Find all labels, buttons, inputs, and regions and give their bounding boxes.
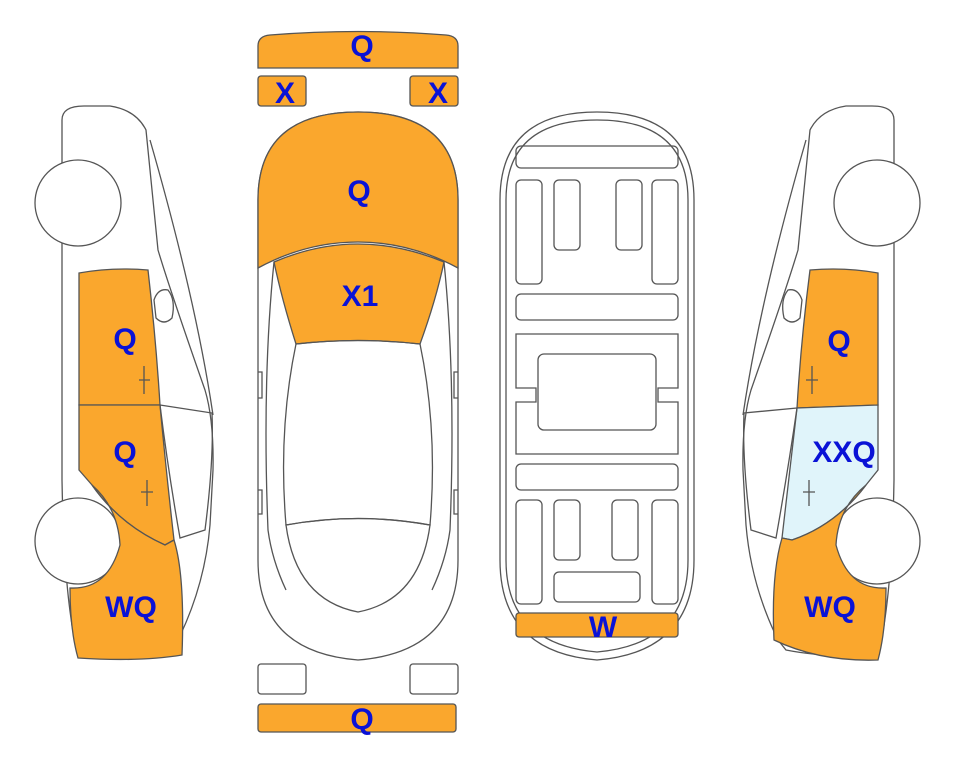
right-rear-quarter-label: WQ [804,591,856,624]
left-side-view: Q Q WQ [34,105,214,661]
left-rear-quarter[interactable] [69,484,184,661]
underbody-rear-right-rail [651,499,679,605]
left-front-wheel [34,159,122,247]
top-rear-window [285,517,431,613]
right-rear-quarter[interactable] [772,484,887,661]
underbody-rear-rail-label: W [589,611,618,644]
rear-left-lamp [257,663,307,695]
top-right-mirror [453,371,458,399]
left-front-door-label: Q [113,323,136,356]
underbody-front-mid-right [615,179,643,251]
right-mirror [782,289,803,323]
top-left-mirror [258,371,263,399]
left-front-door[interactable] [78,268,161,406]
front-right-lamp[interactable] [409,75,459,107]
underbody-outline [499,111,695,661]
top-left-handle [258,489,263,515]
left-side-window [159,404,214,539]
top-roof [282,339,434,526]
top-right-glass [431,261,453,591]
front-right-lamp-label: X [428,77,448,110]
left-rear-handle [141,480,153,506]
top-view: Q X X Q X1 Q [257,30,459,736]
right-side-window [742,407,798,539]
underbody-rear-mid-left [553,499,581,561]
windshield-label: X1 [342,280,379,313]
underbody-view: W [499,111,695,661]
top-right-handle [453,489,458,515]
underbody-crossmember-1 [515,293,679,321]
underbody-center-frame [515,333,679,455]
front-bumper[interactable] [257,30,459,69]
left-rear-quarter-label: WQ [105,591,157,624]
left-front-handle [139,366,150,394]
underbody-rear-rail[interactable] [515,612,679,638]
hood-label: Q [347,175,370,208]
underbody-rear-left-rail [515,499,543,605]
right-front-door[interactable] [796,268,879,409]
rear-bumper-label: Q [350,703,373,736]
front-left-lamp[interactable] [257,75,307,107]
windshield[interactable] [273,243,445,345]
top-left-glass [265,261,287,591]
right-front-door-label: Q [827,325,850,358]
underbody-front-right-rail [651,179,679,285]
underbody-rear-box [553,571,641,603]
left-mirror [153,289,174,323]
right-front-wheel [833,159,921,247]
left-roof-line [149,139,214,416]
underbody-center-panel [537,353,657,431]
front-left-lamp-label: X [275,77,295,110]
front-bumper-label: Q [350,30,373,63]
hood[interactable] [257,111,459,270]
right-roof-line [742,139,807,416]
left-rear-door-label: Q [113,436,136,469]
right-front-handle [806,366,818,394]
rear-right-lamp [409,663,459,695]
right-side-view: Q XXQ WQ [742,105,921,661]
rear-bumper[interactable] [257,703,457,733]
underbody-front-left-rail [515,179,543,285]
right-rear-handle [803,480,815,506]
underbody-front-mid-left [553,179,581,251]
underbody-crossmember-2 [515,463,679,491]
right-rear-door-label: XXQ [812,436,875,469]
underbody-front-bar [515,145,679,169]
underbody-rear-mid-right [611,499,639,561]
